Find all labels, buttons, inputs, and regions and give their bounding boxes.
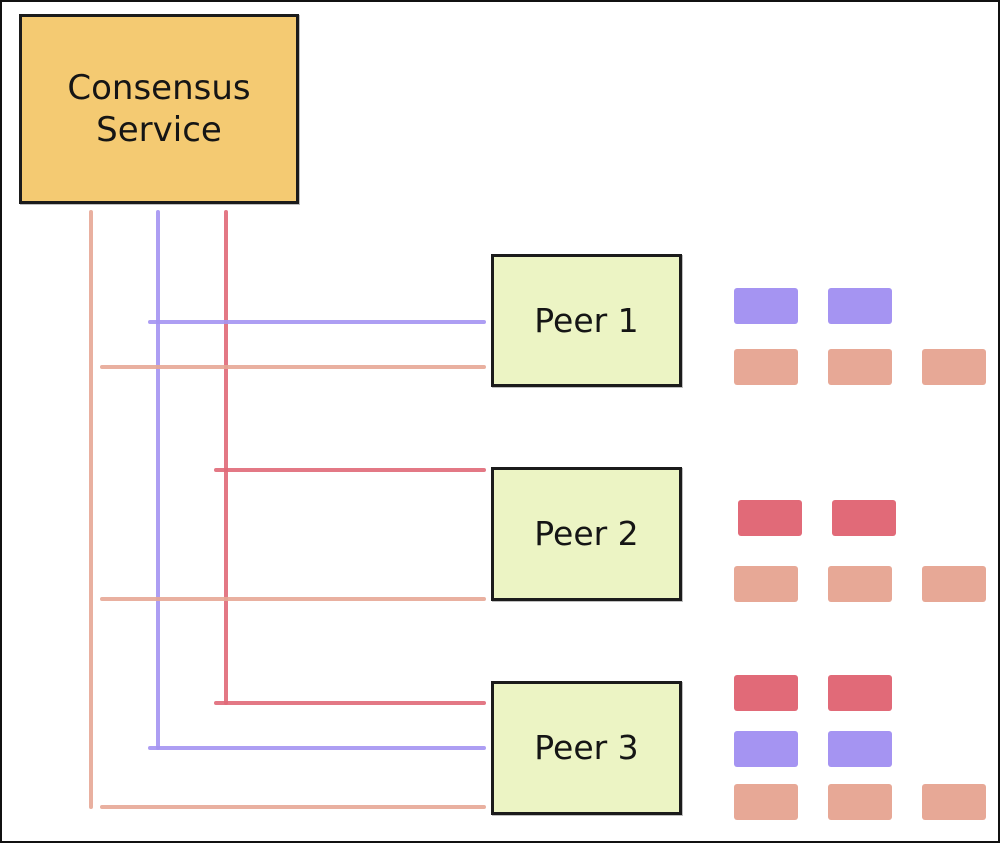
peer-3-salmon-block-2 <box>828 784 892 820</box>
peer-2-label: Peer 2 <box>534 514 639 554</box>
consensus-service-label: Consensus Service <box>67 67 251 151</box>
peer-3-red-block-1 <box>734 675 798 711</box>
peer-2-salmon-block-3 <box>922 566 986 602</box>
peer-3-red-block-2 <box>828 675 892 711</box>
peer-1-salmon-block-1 <box>734 349 798 385</box>
peer-2-box: Peer 2 <box>491 467 682 601</box>
peer-1-salmon-block-2 <box>828 349 892 385</box>
peer-1-box: Peer 1 <box>491 254 682 387</box>
peer-3-label: Peer 3 <box>534 728 639 768</box>
consensus-service-box: Consensus Service <box>19 14 299 204</box>
peer-1-purple-block-1 <box>734 288 798 324</box>
peer-3-box: Peer 3 <box>491 681 682 815</box>
peer-3-salmon-block-3 <box>922 784 986 820</box>
peer-1-purple-block-2 <box>828 288 892 324</box>
peer-1-label: Peer 1 <box>534 300 639 340</box>
peer-3-purple-block-1 <box>734 731 798 767</box>
peer-3-salmon-block-1 <box>734 784 798 820</box>
peer-2-red-block-2 <box>832 500 896 536</box>
peer-2-salmon-block-2 <box>828 566 892 602</box>
peer-2-red-block-1 <box>738 500 802 536</box>
peer-2-salmon-block-1 <box>734 566 798 602</box>
peer-3-purple-block-2 <box>828 731 892 767</box>
peer-1-salmon-block-3 <box>922 349 986 385</box>
